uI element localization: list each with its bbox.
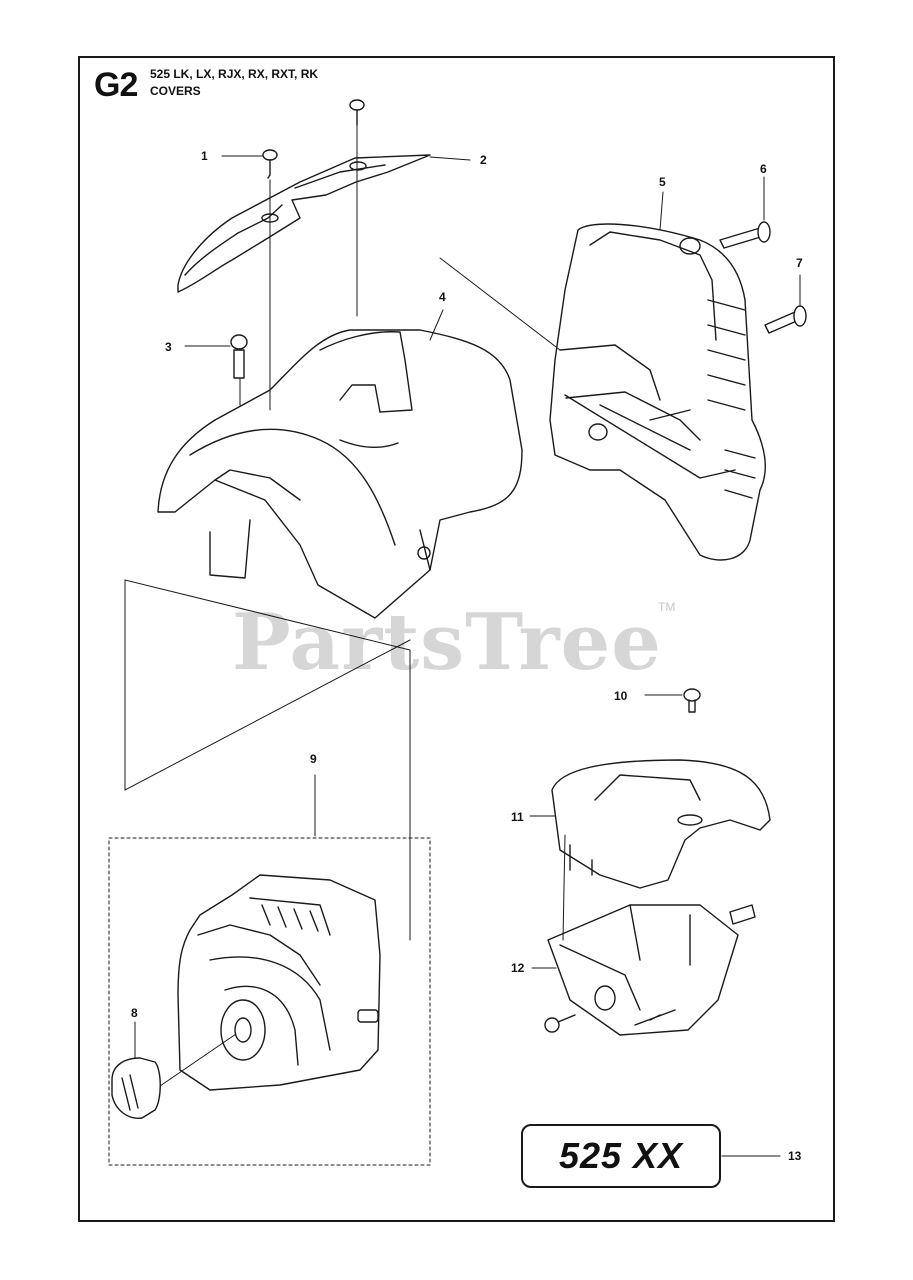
part-6-bolt [719,221,771,249]
leader-lines [124,124,801,1157]
part-2-screw [349,99,365,126]
section-id: G2 [94,66,138,104]
callout-6: 6 [760,162,767,176]
callout-8: 8 [131,1006,138,1020]
part-8-knob [111,1057,161,1119]
part-11-small-cover [551,759,771,889]
part-5-rear-cover [549,223,766,561]
model-label-box: 525 XX [521,1124,721,1188]
callout-1: 1 [201,149,208,163]
watermark: PartsTree [232,597,662,688]
callout-9: 9 [310,752,317,766]
callout-11: 11 [511,810,524,824]
callout-3: 3 [165,340,172,354]
model-list: 525 LK, LX, RJX, RX, RXT, RK [150,67,319,81]
section-title: COVERS [150,84,201,98]
callout-2: 2 [480,153,487,167]
part-10-screw [683,688,701,713]
callout-4: 4 [439,290,446,304]
part-3-bolt [230,334,248,379]
callout-5: 5 [659,175,666,189]
diagram-frame [78,56,835,1222]
callout-12: 12 [511,961,525,975]
model-label: 525 XX [558,1135,684,1176]
part-9-cylinder-cover [177,874,381,1091]
part-12-lower-cover [547,904,739,1036]
part-12-screws [544,904,756,1033]
watermark-trademark: TM [658,600,676,614]
callout-10: 10 [614,689,628,703]
callout-7: 7 [796,256,803,270]
part-4-top-cover [157,329,523,619]
part-7-bolt [764,305,807,334]
callout-13: 13 [788,1149,802,1163]
part-2-top-plate [177,154,431,293]
part-1-screw [262,149,278,179]
